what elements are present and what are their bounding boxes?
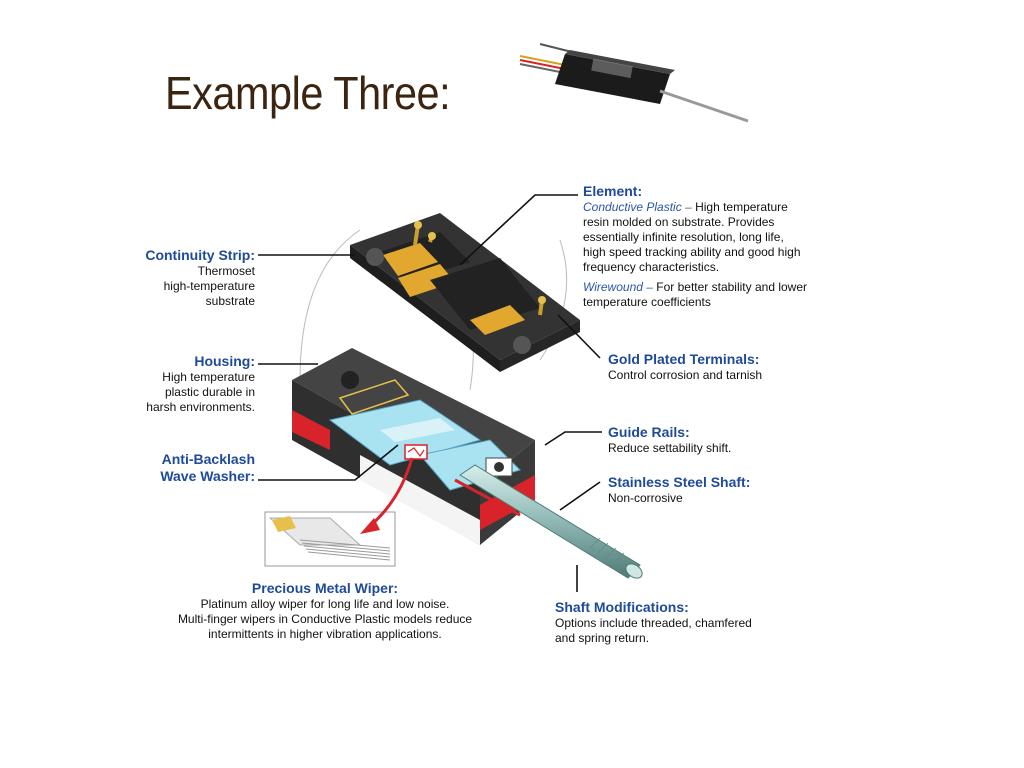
photo-body: [555, 54, 670, 104]
leader-lines: [258, 194, 602, 592]
callout-text: Options include threaded, chamfered: [555, 616, 752, 630]
callout-text: and spring return.: [555, 631, 650, 645]
callout-text: For better stability and lower: [652, 280, 808, 294]
callout-title: Gold Plated Terminals:: [608, 351, 760, 367]
callout-housing: Housing: High temperature plastic durabl…: [100, 353, 255, 415]
callout-text: plastic durable in: [164, 385, 255, 399]
callout-text: intermittents in higher vibration applic…: [208, 627, 442, 641]
slide-title: Example Three:: [165, 67, 451, 119]
callout-title: Element:: [583, 183, 643, 199]
callout-text: harsh environments.: [146, 400, 255, 414]
stainless-steel-shaft: [459, 464, 643, 579]
callout-text: Multi-finger wipers in Conductive Plasti…: [177, 612, 473, 626]
callout-text: Control corrosion and tarnish: [608, 368, 763, 382]
callout-text: essentially infinite resolution, long li…: [583, 230, 784, 244]
callout-title: Stainless Steel Shaft:: [608, 474, 751, 490]
callout-text: substrate: [205, 294, 255, 308]
callout-title: Wave Washer:: [160, 468, 255, 484]
callout-title: Housing:: [194, 353, 255, 369]
callout-shaft-modifications: Shaft Modifications: Options include thr…: [555, 599, 815, 646]
callout-text: high speed tracking ability and good hig…: [583, 245, 801, 259]
callout-element: Element: Conductive Plastic – High tempe…: [583, 183, 863, 310]
gold-terminals: [413, 221, 546, 316]
wiper-arrow: [369, 457, 414, 528]
guide-rails: [328, 399, 521, 491]
callout-text: High temperature: [162, 370, 255, 384]
callout-stainless-shaft: Stainless Steel Shaft: Non-corrosive: [608, 474, 828, 506]
callout-text: temperature coefficients: [583, 295, 711, 309]
callout-guide-rails: Guide Rails: Reduce settability shift.: [608, 424, 808, 456]
callout-title: Guide Rails:: [608, 424, 690, 440]
callout-title: Anti-Backlash: [161, 451, 255, 467]
callout-text: Reduce settability shift.: [608, 441, 732, 455]
callout-gold-terminals: Gold Plated Terminals: Control corrosion…: [608, 351, 828, 383]
callout-text: Non-corrosive: [608, 491, 683, 505]
callout-text: frequency characteristics.: [583, 260, 720, 274]
wiper-assembly: [338, 379, 428, 460]
callout-term: Conductive Plastic –: [583, 200, 692, 214]
callout-term: Wirewound –: [583, 280, 653, 294]
callout-text: Thermoset: [197, 264, 255, 278]
callout-title: Precious Metal Wiper:: [251, 580, 399, 596]
callout-text: high-temperature: [163, 279, 255, 293]
callout-text: Platinum alloy wiper for long life and l…: [200, 597, 450, 611]
callout-text: High temperature: [691, 200, 788, 214]
product-photo: [519, 43, 749, 123]
callout-title: Continuity Strip:: [145, 247, 255, 263]
callout-continuity-strip: Continuity Strip: Thermoset high-tempera…: [100, 247, 255, 309]
callout-text: resin molded on substrate. Provides: [583, 215, 775, 229]
element-plate: [350, 213, 580, 372]
callout-title: Shaft Modifications:: [555, 599, 689, 615]
callout-wiper: Precious Metal Wiper: Platinum alloy wip…: [140, 580, 510, 642]
photo-shaft: [659, 89, 749, 123]
callout-anti-backlash: Anti-Backlash Wave Washer:: [100, 451, 255, 485]
